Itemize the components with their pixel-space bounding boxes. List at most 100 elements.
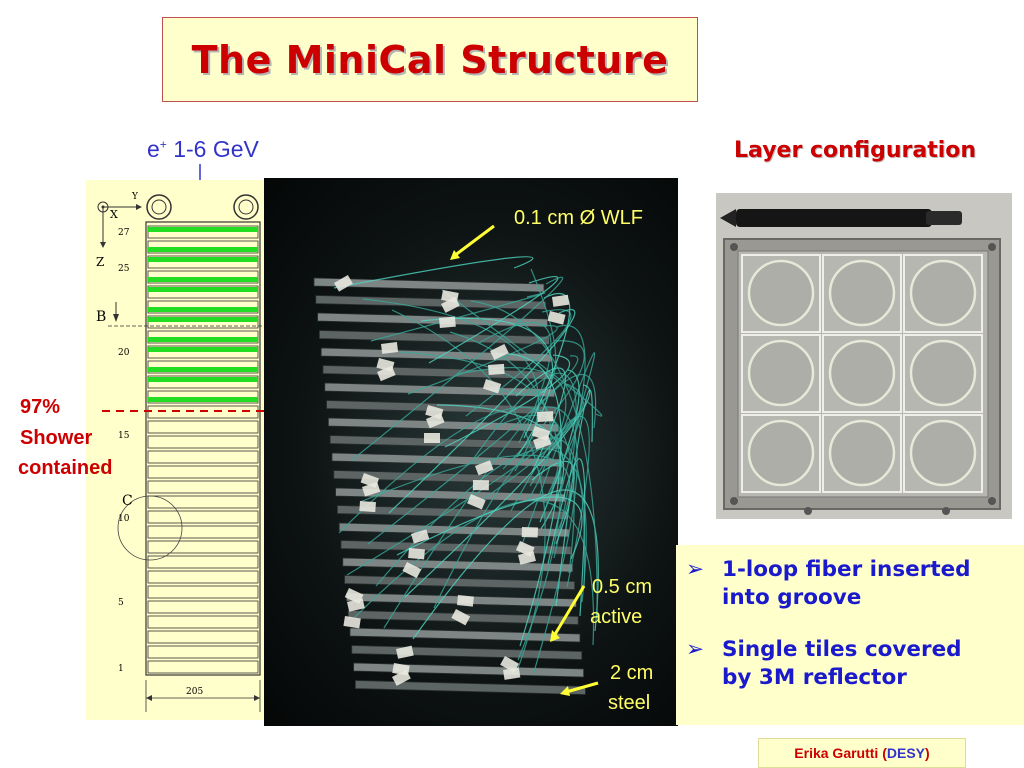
active-layer-strip bbox=[148, 367, 258, 372]
screw-icon bbox=[730, 243, 738, 251]
wls-fiber bbox=[399, 351, 552, 501]
minical-stack-photo bbox=[264, 178, 678, 726]
author-name: Erika Garutti ( bbox=[794, 745, 887, 761]
drawing-layer bbox=[147, 525, 259, 539]
active-label-2: active bbox=[590, 606, 643, 628]
paper-tags bbox=[334, 275, 570, 686]
tile-grid bbox=[741, 254, 983, 493]
bullet-1-line-1: 1-loop fiber inserted bbox=[722, 557, 971, 582]
active-layer-strip bbox=[148, 397, 258, 402]
wls-fiber bbox=[391, 309, 546, 675]
paper-tag bbox=[362, 482, 381, 497]
steel-label-2: steel bbox=[608, 692, 651, 714]
fiber-loop bbox=[828, 419, 896, 487]
marker-b-label: B bbox=[96, 309, 106, 325]
drawing-layer bbox=[147, 555, 259, 569]
paper-tag bbox=[552, 294, 570, 307]
wls-fiber bbox=[396, 496, 583, 560]
paper-tag bbox=[424, 433, 440, 443]
layer-stack bbox=[147, 225, 259, 674]
paper-tag bbox=[343, 616, 361, 629]
title-box: The MiniCal Structure bbox=[162, 17, 698, 102]
paper-tag bbox=[334, 275, 353, 292]
active-arrow-icon bbox=[552, 585, 586, 637]
screw-icon bbox=[942, 507, 950, 515]
wls-fiber bbox=[412, 489, 599, 640]
steel-plate bbox=[344, 575, 576, 590]
wls-fiber bbox=[388, 308, 576, 514]
paper-tag bbox=[381, 342, 399, 354]
wls-fiber bbox=[354, 500, 595, 646]
fiber-arrow-icon bbox=[453, 224, 495, 258]
layer-number: 10 bbox=[118, 514, 130, 524]
bullet-box bbox=[676, 545, 1024, 725]
paper-tag bbox=[402, 562, 422, 579]
fiber-loop bbox=[909, 339, 977, 407]
axis-x-label: X bbox=[110, 208, 118, 221]
wls-fiber bbox=[404, 384, 591, 598]
paper-tag bbox=[502, 667, 521, 680]
bullet-2-line-1: Single tiles covered bbox=[722, 637, 962, 662]
active-layer-strip bbox=[148, 247, 258, 252]
wls-fiber bbox=[441, 289, 603, 417]
fiber-loop bbox=[828, 339, 896, 407]
steel-plate bbox=[340, 540, 572, 555]
drawing-layer bbox=[147, 510, 259, 524]
wls-fiber bbox=[486, 268, 557, 395]
paper-tag bbox=[518, 551, 536, 565]
drawing-layer bbox=[147, 630, 259, 644]
wls-fiber bbox=[555, 389, 593, 607]
photo-svg bbox=[313, 224, 603, 696]
paper-tag bbox=[521, 527, 538, 538]
paper-tag bbox=[537, 411, 554, 422]
screw-icon bbox=[804, 507, 812, 515]
wls-fiber bbox=[375, 448, 587, 603]
drawing-layer bbox=[147, 645, 259, 659]
steel-plates bbox=[313, 277, 586, 695]
wls-fiber bbox=[367, 355, 579, 545]
wls-fiber bbox=[465, 309, 572, 417]
steel-plate bbox=[324, 382, 556, 398]
author-close: ) bbox=[925, 745, 930, 761]
fiber-loop bbox=[909, 259, 977, 327]
layer-number: 5 bbox=[118, 598, 124, 608]
steel-plate bbox=[342, 557, 574, 573]
author-credit: Erika Garutti (DESY) bbox=[758, 738, 966, 768]
wls-fiber bbox=[351, 276, 564, 461]
steel-plate bbox=[355, 680, 586, 695]
layer-number: 15 bbox=[118, 431, 130, 441]
paper-tag bbox=[456, 595, 474, 607]
calorimeter-drawing: Y X Z B C 27 25 20 15 10 5 1 205 bbox=[86, 180, 266, 720]
shower-label-1: Shower bbox=[20, 427, 93, 449]
ring-left-inner-icon bbox=[151, 199, 167, 215]
fiber-loop bbox=[909, 419, 977, 487]
active-layer-strip bbox=[148, 277, 258, 282]
drawing-layer bbox=[147, 435, 259, 449]
paper-tag bbox=[396, 645, 414, 659]
bullet-arrow-icon: ➢ bbox=[686, 557, 705, 582]
wls-fiber bbox=[532, 406, 578, 676]
wls-fiber bbox=[531, 460, 575, 545]
wls-fiber bbox=[539, 369, 580, 523]
layer-number: 1 bbox=[118, 664, 124, 674]
wls-fiber bbox=[507, 353, 562, 647]
wls-fiber bbox=[433, 437, 586, 609]
pen-icon bbox=[736, 209, 932, 227]
drawing-layer bbox=[147, 420, 259, 434]
screw-icon bbox=[730, 497, 738, 505]
axis-z-label: Z bbox=[96, 255, 104, 269]
paper-tag bbox=[482, 379, 502, 394]
width-dimension-label: 205 bbox=[186, 687, 203, 697]
wls-fiber bbox=[547, 458, 586, 617]
drawing-layer bbox=[147, 480, 259, 494]
paper-tag bbox=[472, 480, 489, 491]
drawing-layer bbox=[147, 465, 259, 479]
beam-particle: e bbox=[147, 136, 160, 162]
drawing-layer bbox=[147, 660, 259, 674]
steel-plate bbox=[338, 522, 570, 538]
active-layer-strip bbox=[148, 227, 258, 232]
steel-label-1: 2 cm bbox=[610, 662, 654, 684]
drawing-layer bbox=[147, 585, 259, 599]
active-layer-strip bbox=[148, 337, 258, 342]
ring-right-icon bbox=[233, 194, 259, 220]
